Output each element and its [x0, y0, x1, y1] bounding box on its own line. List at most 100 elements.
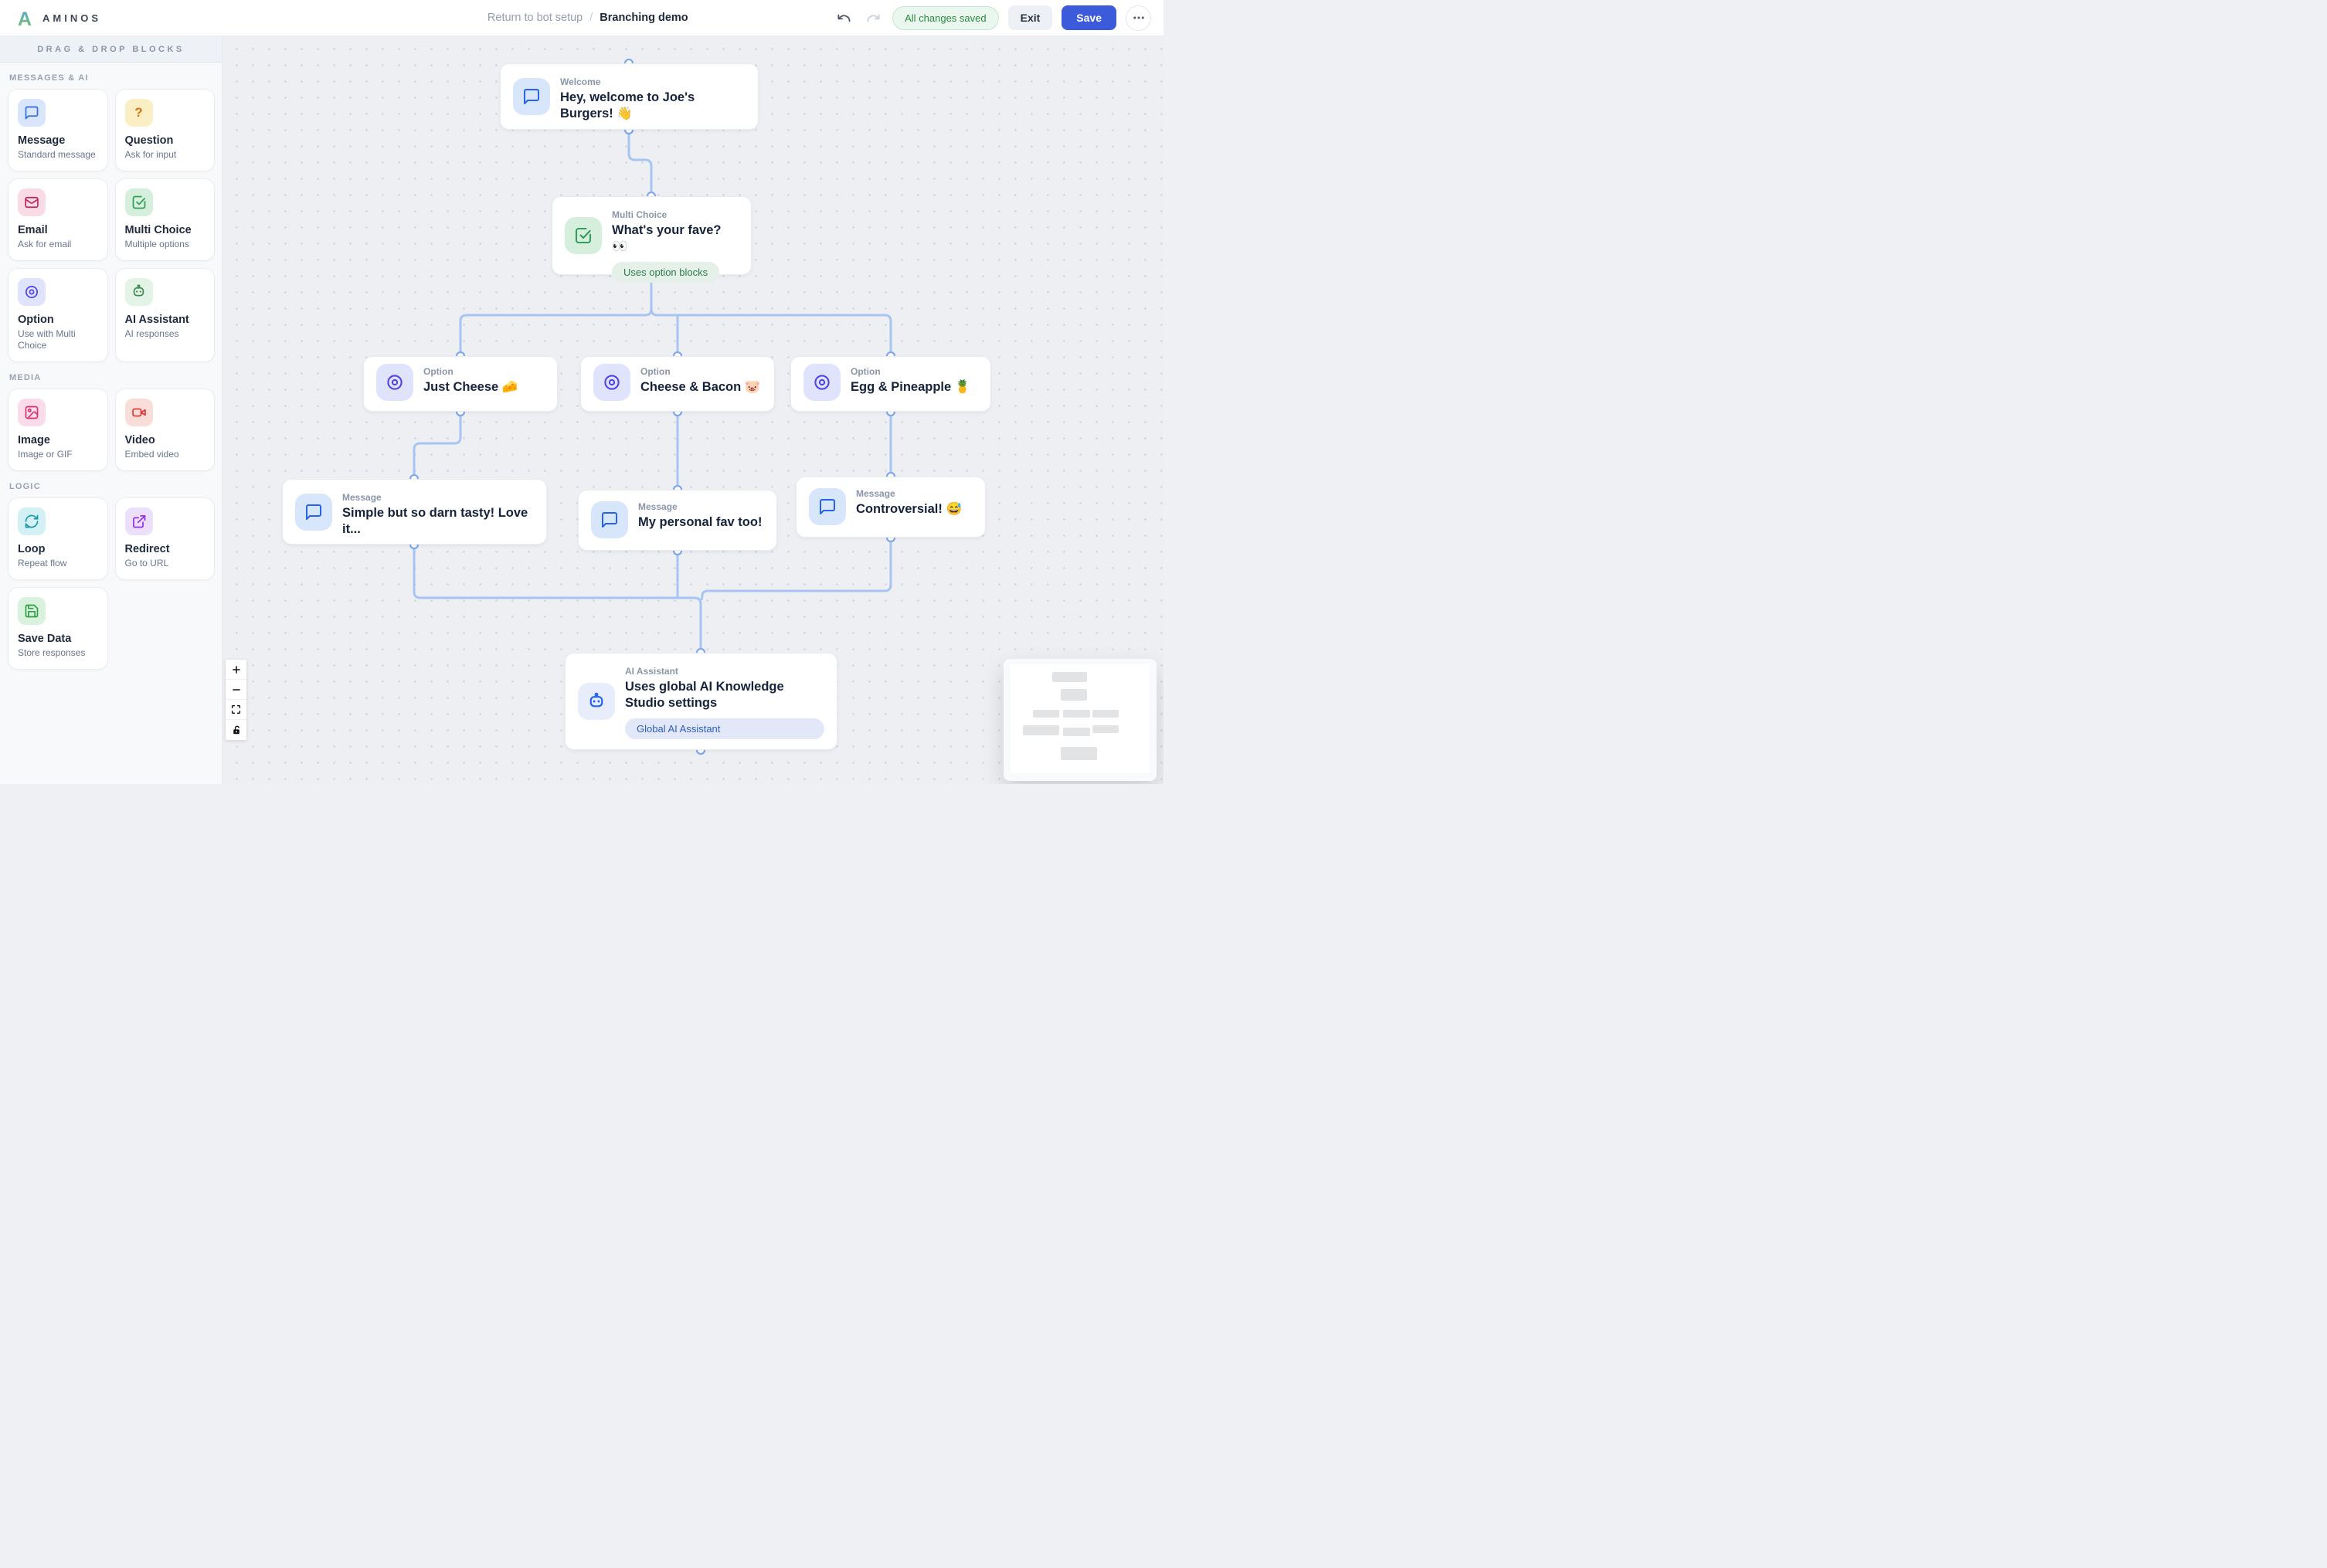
- block-subtitle: Standard message: [18, 149, 96, 160]
- block-title: Multi Choice: [124, 223, 192, 236]
- flow-node-multi-choice[interactable]: Multi Choice What's your fave? 👀 Uses op…: [552, 196, 752, 283]
- node-type-label: Message: [856, 488, 895, 499]
- block-card-ai-assistant[interactable]: AI Assistant AI responses: [114, 267, 215, 363]
- node-title: Simple but so darn tasty! Love it...: [342, 506, 528, 537]
- edge-message3-ai: [700, 538, 892, 601]
- message-icon: [513, 78, 550, 115]
- option-icon: [593, 364, 630, 401]
- block-subtitle: Image or GIF: [18, 449, 73, 460]
- flow-node-ai-assistant[interactable]: AI Assistant Uses global AI Knowledge St…: [565, 653, 837, 750]
- block-card-email[interactable]: Email Ask for email: [8, 178, 108, 261]
- block-card-video[interactable]: Video Embed video: [114, 389, 215, 472]
- breadcrumb: Return to bot setup / Branching demo: [487, 12, 688, 24]
- flow-node-message-personal-fav[interactable]: Message My personal fav too!: [578, 490, 777, 551]
- save-icon: [18, 596, 46, 625]
- undo-icon[interactable]: [834, 8, 854, 28]
- flow-builder-app: A AMINOS Return to bot setup / Branching…: [0, 0, 1164, 784]
- plus-icon: [232, 665, 240, 674]
- brand-name: AMINOS: [42, 12, 101, 24]
- flow-canvas[interactable]: Welcome Hey, welcome to Joe's Burgers! 👋…: [223, 36, 1164, 784]
- node-badge: Uses option blocks: [612, 262, 720, 283]
- minimap-node: [1063, 710, 1090, 718]
- minimap-node: [1023, 725, 1059, 735]
- block-title: Option: [18, 313, 54, 326]
- block-title: Image: [18, 434, 50, 447]
- save-status-badge: All changes saved: [892, 5, 999, 30]
- canvas-controls: [226, 660, 246, 740]
- block-card-loop[interactable]: Loop Repeat flow: [8, 497, 108, 580]
- video-icon: [124, 399, 153, 427]
- flow-node-message-controversial[interactable]: Message Controversial! 😅: [796, 477, 986, 538]
- blocks-grid-logic: Loop Repeat flow Redirect Go to URL Save…: [0, 497, 222, 670]
- block-title: Message: [18, 134, 66, 147]
- sidebar-header: DRAG & DROP BLOCKS: [0, 36, 222, 63]
- minimap-node: [1092, 725, 1119, 733]
- svg-text:A: A: [18, 8, 32, 29]
- node-title: Egg & Pineapple 🍍: [851, 380, 971, 394]
- node-title: What's your fave? 👀: [612, 223, 722, 254]
- brand-logo[interactable]: A AMINOS: [0, 7, 101, 29]
- zoom-in-button[interactable]: [226, 660, 246, 680]
- block-subtitle: Ask for input: [124, 149, 177, 160]
- block-card-message[interactable]: Message Standard message: [8, 89, 108, 171]
- minimap-viewport: [1011, 664, 1150, 773]
- flow-node-option-egg-pineapple[interactable]: Option Egg & Pineapple 🍍: [790, 356, 991, 412]
- node-type-label: Multi Choice: [612, 209, 668, 220]
- block-card-option[interactable]: Option Use with Multi Choice: [8, 267, 108, 363]
- flow-node-option-just-cheese[interactable]: Option Just Cheese 🧀: [363, 356, 558, 412]
- edge-welcome-multichoice: [627, 130, 653, 196]
- breadcrumb-back-link[interactable]: Return to bot setup: [487, 12, 583, 24]
- block-card-save-data[interactable]: Save Data Store responses: [8, 586, 108, 670]
- email-icon: [18, 188, 46, 216]
- multi-choice-icon: [124, 188, 153, 216]
- option-icon: [803, 364, 841, 401]
- option-icon: [18, 277, 46, 306]
- fit-view-icon: [231, 704, 241, 714]
- node-type-label: AI Assistant: [625, 666, 678, 677]
- block-subtitle: Multiple options: [124, 238, 189, 249]
- node-badge: Global AI Assistant: [625, 718, 824, 740]
- node-type-label: Message: [342, 492, 382, 503]
- fit-view-button[interactable]: [226, 700, 246, 720]
- block-card-multi-choice[interactable]: Multi Choice Multiple options: [114, 178, 215, 261]
- zoom-out-button[interactable]: [226, 680, 246, 700]
- block-title: Save Data: [18, 632, 72, 645]
- node-type-label: Welcome: [560, 76, 601, 87]
- flow-node-welcome[interactable]: Welcome Hey, welcome to Joe's Burgers! 👋: [500, 63, 759, 130]
- breadcrumb-current: Branching demo: [600, 12, 688, 24]
- node-title: My personal fav too!: [638, 515, 763, 529]
- block-card-question[interactable]: ? Question Ask for input: [114, 89, 215, 171]
- node-title: Hey, welcome to Joe's Burgers! 👋: [560, 90, 695, 121]
- message-icon: [809, 487, 846, 525]
- node-title: Controversial! 😅: [856, 502, 962, 516]
- redirect-icon: [124, 507, 153, 536]
- top-bar: A AMINOS Return to bot setup / Branching…: [0, 0, 1164, 36]
- block-subtitle: AI responses: [124, 328, 179, 339]
- flow-node-message-simple[interactable]: Message Simple but so darn tasty! Love i…: [282, 479, 547, 545]
- ellipsis-icon: [1133, 16, 1144, 19]
- breadcrumb-separator: /: [589, 12, 593, 24]
- loop-icon: [18, 507, 46, 536]
- robot-icon: [124, 277, 153, 306]
- section-label-logic: LOGIC: [9, 482, 41, 492]
- node-type-label: Option: [851, 366, 881, 377]
- edge-message1-ai: [413, 545, 702, 653]
- more-menu-button[interactable]: [1126, 5, 1151, 31]
- block-subtitle: Store responses: [18, 647, 86, 658]
- block-card-image[interactable]: Image Image or GIF: [8, 389, 108, 472]
- minimap-node: [1060, 689, 1087, 701]
- save-button[interactable]: Save: [1062, 5, 1116, 30]
- block-title: AI Assistant: [124, 313, 189, 326]
- block-title: Redirect: [124, 543, 170, 556]
- minus-icon: [232, 688, 240, 691]
- lock-toggle-button[interactable]: [226, 720, 246, 740]
- exit-button[interactable]: Exit: [1007, 5, 1053, 30]
- minimap[interactable]: [1004, 659, 1157, 781]
- question-icon: ?: [124, 99, 153, 127]
- message-icon: [18, 99, 46, 127]
- aminos-logo-icon: A: [18, 8, 32, 29]
- block-card-redirect[interactable]: Redirect Go to URL: [114, 497, 215, 580]
- redo-icon[interactable]: [863, 8, 883, 28]
- node-title: Cheese & Bacon 🐷: [640, 380, 761, 394]
- flow-node-option-cheese-bacon[interactable]: Option Cheese & Bacon 🐷: [580, 356, 775, 412]
